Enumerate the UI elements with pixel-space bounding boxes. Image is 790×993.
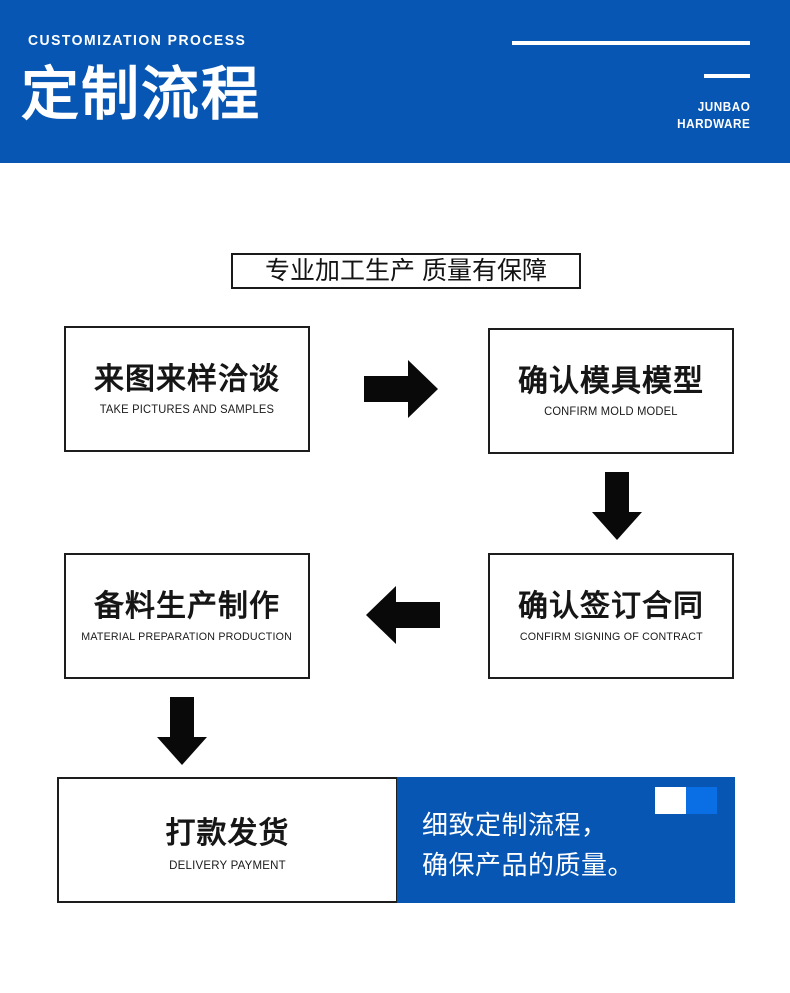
- header-eyebrow-text: CUSTOMIZATION PROCESS: [28, 32, 247, 49]
- decorative-square: [655, 787, 717, 814]
- page-title: 定制流程: [21, 62, 262, 127]
- callout-text: 细致定制流程， 确保产品的质量。: [422, 810, 635, 880]
- process-step-box-5: 打款发货 DELIVERY PAYMENT: [57, 777, 398, 903]
- arrow-right-icon: [364, 360, 438, 418]
- header-rule-short: [704, 74, 750, 78]
- step-4-title-cn: 备料生产制作: [94, 589, 280, 623]
- process-step-box-3: 确认签订合同 CONFIRM SIGNING OF CONTRACT: [488, 553, 734, 679]
- tagline-banner: 专业加工生产 质量有保障: [231, 253, 581, 289]
- tagline-text: 专业加工生产 质量有保障: [265, 256, 547, 285]
- callout-panel: 细致定制流程， 确保产品的质量。: [397, 777, 735, 903]
- step-5-title-en: DELIVERY PAYMENT: [169, 860, 286, 872]
- arrow-down-icon: [157, 697, 207, 765]
- page-header: CUSTOMIZATION PROCESS 定制流程 JUNBAO HARDWA…: [0, 0, 790, 163]
- decorative-square-white-half: [655, 787, 686, 814]
- decorative-square-blue-half: [686, 787, 717, 814]
- step-4-title-en: MATERIAL PREPARATION PRODUCTION: [81, 631, 293, 644]
- brand-name: JUNBAO HARDWARE: [677, 98, 750, 132]
- step-5-title-cn: 打款发货: [165, 817, 290, 850]
- step-1-title-cn: 来图来样洽谈: [94, 362, 280, 396]
- step-3-title-cn: 确认签订合同: [518, 589, 704, 623]
- step-2-title-cn: 确认模具模型: [518, 364, 704, 398]
- brand-line-1: JUNBAO: [697, 99, 750, 114]
- step-2-title-en: CONFIRM MOLD MODEL: [544, 406, 678, 419]
- arrow-left-icon: [366, 586, 440, 644]
- header-rule-long: [512, 41, 750, 45]
- step-3-title-en: CONFIRM SIGNING OF CONTRACT: [519, 631, 703, 644]
- arrow-down-icon: [592, 472, 642, 540]
- process-step-box-1: 来图来样洽谈 TAKE PICTURES AND SAMPLES: [64, 326, 310, 452]
- brand-line-2: HARDWARE: [676, 116, 750, 131]
- step-1-title-en: TAKE PICTURES AND SAMPLES: [99, 404, 275, 417]
- process-step-box-4: 备料生产制作 MATERIAL PREPARATION PRODUCTION: [64, 553, 310, 679]
- process-step-box-2: 确认模具模型 CONFIRM MOLD MODEL: [488, 328, 734, 454]
